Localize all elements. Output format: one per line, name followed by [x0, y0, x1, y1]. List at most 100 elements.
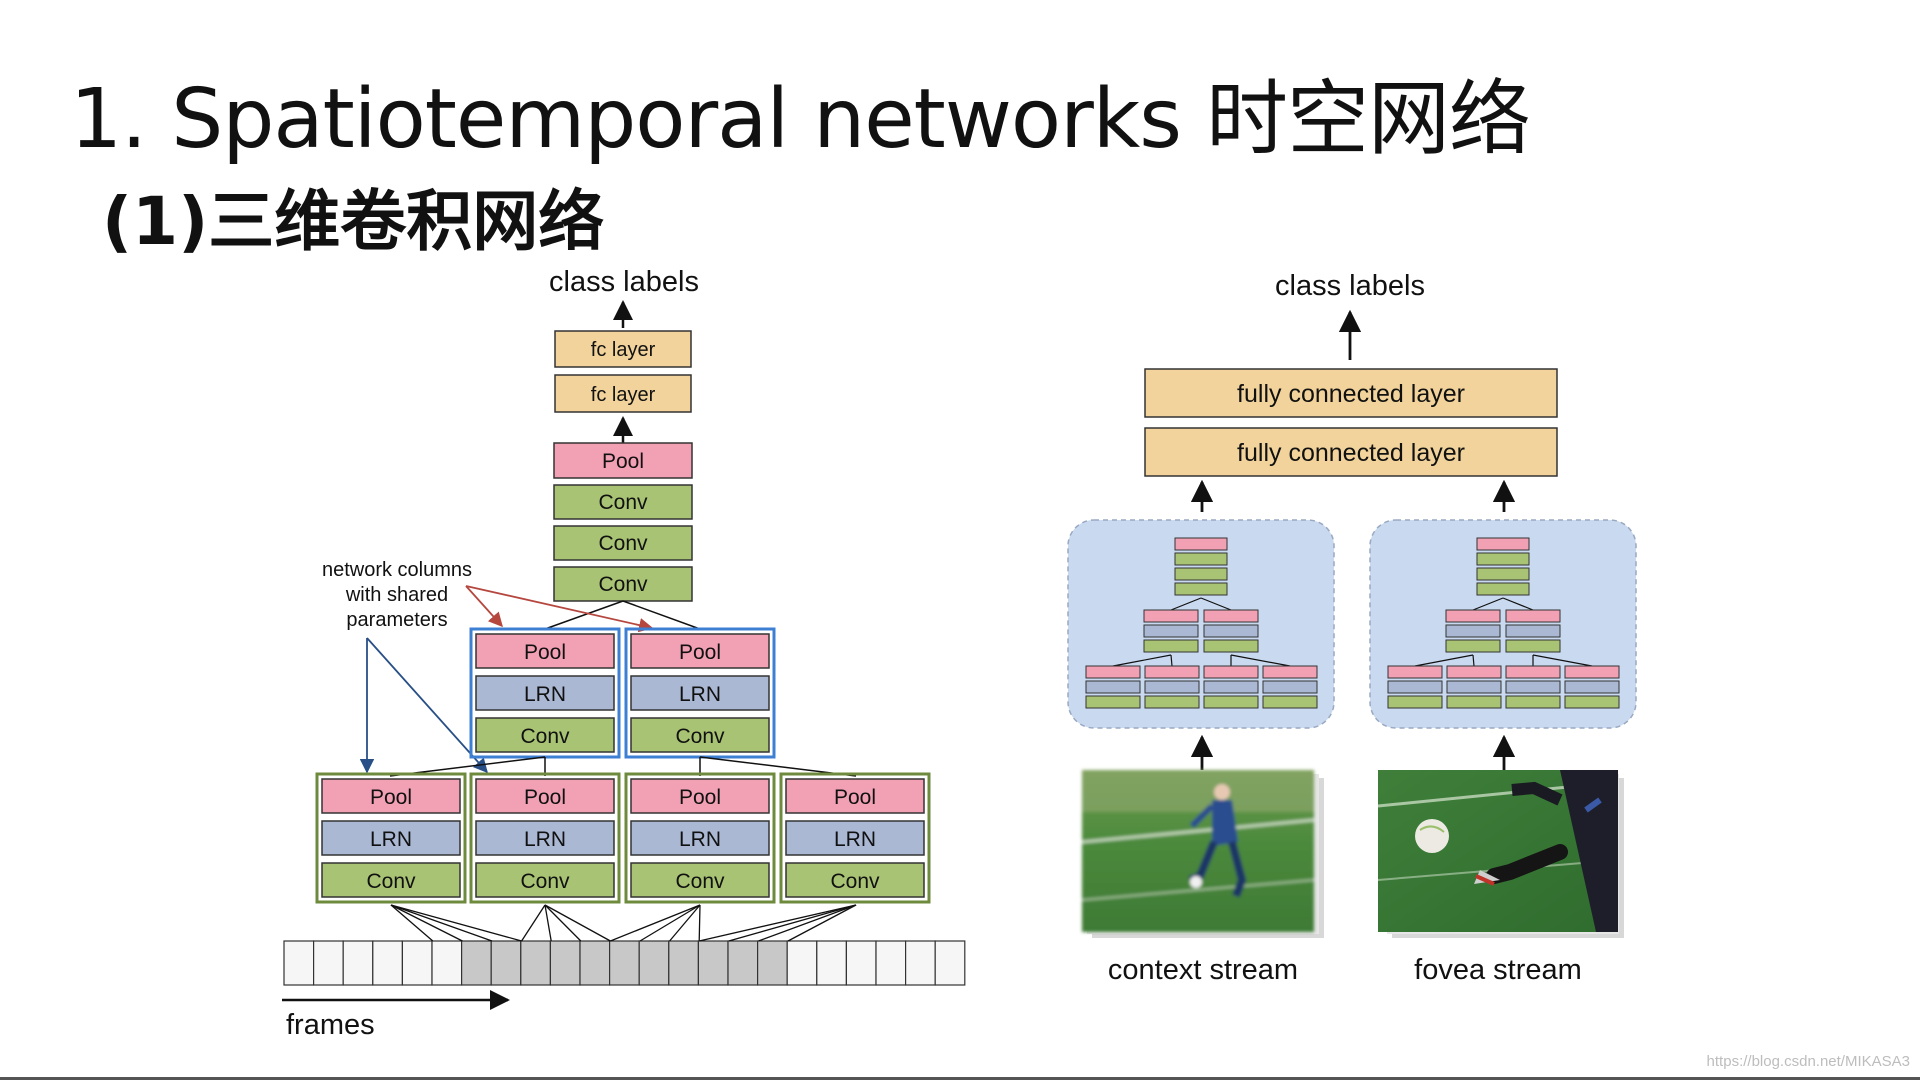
- context-stream-image: [1081, 770, 1324, 938]
- bottom-column-1-layer-2-label: Conv: [366, 870, 416, 893]
- bottom-column-1-layer-2: [321, 862, 461, 898]
- top-conv-2-label: Conv: [598, 532, 648, 555]
- frame-cell: [342, 940, 374, 986]
- fovea-stream-network-bottom-block: [1505, 695, 1561, 709]
- bottom-column-3-layer-2: [630, 862, 770, 898]
- fovea-stream-network-mid-block: [1445, 609, 1501, 623]
- fovea-stream-network-mid-block: [1505, 609, 1561, 623]
- frame-cell: [875, 940, 907, 986]
- context-stream-network-top-block: [1174, 567, 1228, 581]
- right-fc-layer-2: fully connected layer: [1144, 427, 1558, 477]
- bottom-column-4-layer-2: [785, 862, 925, 898]
- frame-cell: [283, 940, 315, 986]
- context-stream-network-mid-block: [1203, 639, 1259, 653]
- bottom-column-4-layer-1: [785, 820, 925, 856]
- bottom-column-3-outline: [624, 772, 776, 904]
- left-bottom-columns: PoolLRNConvPoolLRNConvPoolLRNConvPoolLRN…: [315, 772, 931, 904]
- frame-cell: [756, 940, 788, 986]
- watermark: https://blog.csdn.net/MIKASA3: [1706, 1053, 1910, 1070]
- frame-cell: [638, 940, 670, 986]
- bottom-column-3-layer-1: [630, 820, 770, 856]
- frame-connection-line: [610, 904, 701, 942]
- frame-connection-line: [699, 904, 857, 942]
- frame-cell: [786, 940, 818, 986]
- left-top-column: Pool Conv Conv Conv: [553, 442, 693, 602]
- context-stream-label: context stream: [1108, 954, 1298, 986]
- frame-cell: [372, 940, 403, 986]
- bottom-column-3-layer-2-label: Conv: [675, 870, 725, 893]
- context-stream-network-bottom-block: [1085, 695, 1141, 709]
- fovea-stream-image: [1377, 770, 1624, 938]
- context-stream-network-bottom-block: [1085, 665, 1141, 679]
- context-stream-network-link: [1170, 654, 1173, 667]
- frame-connection-line: [390, 904, 434, 942]
- bottom-column-4-layer-0-label: Pool: [834, 786, 876, 809]
- context-stream-network-bottom-block: [1203, 680, 1259, 694]
- fovea-stream-network-bottom-block: [1564, 695, 1620, 709]
- shared-note-line-3: parameters: [346, 609, 447, 631]
- frame-cell: [727, 940, 759, 986]
- right-class-labels: class labels: [1275, 270, 1425, 302]
- bottom-column-1-layer-0: [321, 778, 461, 814]
- fovea-stream-network-link: [1472, 597, 1504, 611]
- frame-cell: [431, 940, 463, 986]
- frame-cell: [461, 940, 492, 986]
- right-diagram: class labels fully connected layer fully…: [1067, 270, 1637, 986]
- frame-cell: [934, 940, 966, 986]
- context-stream-network-bottom-block: [1203, 665, 1259, 679]
- context-stream-network-mid-block: [1203, 624, 1259, 638]
- fovea-stream-network-mid-block: [1445, 624, 1501, 638]
- right-fc-layer-1: fully connected layer: [1144, 368, 1558, 418]
- context-stream-network-bottom-block: [1203, 695, 1259, 709]
- shared-parameters-note: network columns with shared parameters: [322, 559, 654, 774]
- mid-column-1-layer-1: [475, 675, 615, 711]
- bottom-column-3-layer-0: [630, 778, 770, 814]
- bottom-column-1-layer-0-label: Pool: [370, 786, 412, 809]
- frame-cell: [668, 940, 699, 986]
- bottom-column-2-outline: [469, 772, 621, 904]
- context-stream-network-mid-block: [1143, 624, 1199, 638]
- mid-column-2-layer-2-label: Conv: [675, 725, 725, 748]
- fovea-stream-network-top-block: [1476, 567, 1530, 581]
- fovea-stream-network-bottom-block: [1387, 665, 1443, 679]
- shared-note-line-2: with shared: [345, 584, 448, 606]
- frame-cell: [313, 940, 344, 986]
- left-fc-layer-1-label: fc layer: [591, 339, 656, 361]
- frame-connection-line: [544, 904, 611, 942]
- top-pool-label: Pool: [602, 450, 644, 473]
- context-stream-network-mid-block: [1203, 609, 1259, 623]
- fovea-stream-network-bottom-block: [1505, 680, 1561, 694]
- frame-connection-line: [521, 904, 546, 942]
- frame-connection-line: [544, 904, 552, 942]
- frame-cell: [520, 940, 551, 986]
- frame-connection-line: [544, 904, 582, 942]
- bottom-column-4-layer-0: [785, 778, 925, 814]
- context-stream-network-bottom-block: [1144, 680, 1200, 694]
- slide-title: 1. Spatiotemporal networks 时空网络: [70, 72, 1531, 167]
- frames-strip: [283, 940, 966, 986]
- frame-connection-line: [390, 904, 463, 942]
- left-fc-layer-1: fc layer: [554, 330, 692, 368]
- fovea-stream-network-top-block: [1476, 582, 1530, 596]
- context-stream-network-mid-block: [1143, 609, 1199, 623]
- context-stream-network-bottom-block: [1262, 680, 1318, 694]
- bottom-column-2-layer-1-label: LRN: [524, 828, 566, 851]
- fovea-stream-network-link: [1414, 654, 1474, 667]
- context-stream-network-bottom-block: [1144, 695, 1200, 709]
- fovea-stream-network-mid-block: [1505, 639, 1561, 653]
- fovea-stream-network-link: [1472, 654, 1475, 667]
- frame-connection-line: [698, 904, 701, 942]
- mid-column-1-layer-0-label: Pool: [524, 641, 566, 664]
- left-fc-layer-2: fc layer: [554, 374, 692, 413]
- fovea-stream-label: fovea stream: [1414, 954, 1582, 986]
- bottom-column-2-layer-2-label: Conv: [520, 870, 570, 893]
- shared-note-line-1: network columns: [322, 559, 472, 581]
- frame-cell: [608, 940, 640, 986]
- right-fc-layer-2-label: fully connected layer: [1237, 439, 1465, 467]
- slide-bottom-rule: [0, 1077, 1920, 1080]
- context-stream-network-bottom-block: [1144, 665, 1200, 679]
- fovea-stream-network-bottom-block: [1446, 665, 1502, 679]
